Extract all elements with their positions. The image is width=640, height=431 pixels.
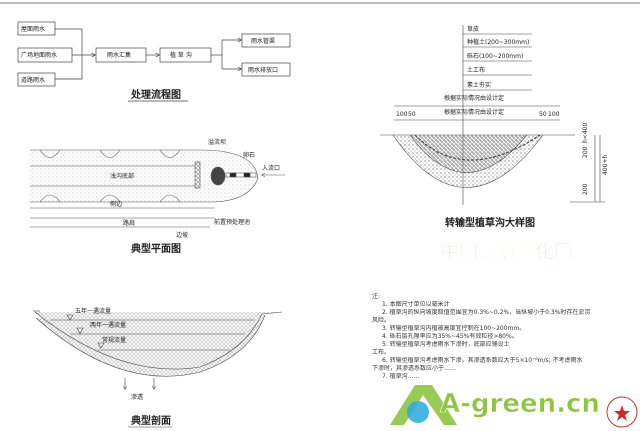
plan-title: 典型平面图: [131, 242, 181, 255]
note-item: 下渗时，其渗透系数应小于……: [372, 365, 457, 372]
source-box: [17, 21, 56, 36]
dim-right-100: 100: [548, 111, 560, 118]
output-box: [241, 33, 291, 48]
infiltration-label: 渗透: [131, 393, 143, 401]
layer-soil: 种植土(200~300mm): [467, 38, 529, 46]
source-plaza: 广场地面雨水: [21, 51, 57, 59]
note-item: 1. 本图尺寸单位以毫米计: [382, 301, 450, 308]
note-item: 6. 转输型植草沟考虑雨水下渗，其渗透系数应大于5×10⁻⁶m/s; 不考虑雨水: [382, 357, 583, 364]
flowchart: [17, 21, 291, 102]
dim-vertical-total: 400+h: [602, 155, 609, 175]
watermark-en: A-green.cn: [440, 389, 600, 419]
level-two-year: 两年一遇流量: [90, 321, 126, 329]
label-inlet: 入流口: [262, 164, 280, 172]
note-item: 7. 植草沟……: [382, 373, 420, 380]
layer-gravel: 砾石(100~200mm): [467, 52, 523, 60]
layer-turf: 草皮: [467, 25, 479, 33]
dim-left-50: 50: [408, 111, 416, 118]
plan-view: [30, 149, 285, 228]
note-item: 2. 植草沟的纵向坡度取值范围宜为0.3%~0.2%，当纵坡小于0.3%时存在淤…: [382, 309, 591, 316]
output-outlet: 雨水排放口: [248, 66, 278, 74]
source-roof: 屋面雨水: [21, 25, 45, 33]
source-box: [17, 72, 56, 87]
note-item: 4. 砾石层孔隙率应为35%~45%有效粒径>80%。: [382, 333, 518, 340]
swale-label: 植 草 沟: [170, 51, 192, 59]
note-item: 风险。: [372, 317, 391, 324]
layer-geotextile: 土工布: [467, 66, 485, 74]
section-view: [33, 310, 283, 428]
design-note-2: 根据实际情况由设计定: [444, 108, 504, 116]
output-box: [241, 62, 291, 77]
notes-heading: 注:: [372, 293, 381, 300]
note-item: 5. 转输型植草沟考虑雨水下渗时，底部应铺设土: [382, 341, 510, 348]
detail-view: [380, 25, 605, 205]
section-title: 典型剖面: [131, 414, 171, 427]
design-note-1: 根据实际情况由设计定: [444, 94, 504, 102]
watermark-logo: [390, 385, 638, 428]
note-item: 3. 转输型植草沟内植被高度宜控制在100~200mm。: [382, 325, 526, 332]
layer-compacted: 素土夯实: [467, 81, 491, 89]
label-cobble: 卵石: [243, 151, 255, 159]
output-pipe: 雨水管渠: [251, 37, 275, 45]
notes: 注: 1. 本图尺寸单位以毫米计 2. 植草沟的纵向坡度取值范围宜为0.3%~0…: [372, 293, 627, 381]
label-pretreatment: 前置预处理池: [214, 218, 250, 226]
label-curb: 侧边: [110, 200, 122, 208]
dim-vertical-200b: 200: [582, 183, 589, 195]
level-normal: 常规流量: [102, 336, 126, 344]
note-item: 工布。: [372, 349, 391, 356]
level-five-year: 五年一遇流量: [75, 307, 111, 315]
dim-right-50: 50: [539, 111, 547, 118]
label-overflow-weir: 溢流坝: [208, 138, 226, 146]
dim-vertical-200: 200: [582, 146, 589, 158]
watermark-cn: 中国建筑绿化网: [440, 240, 573, 263]
label-road: 路肩: [123, 219, 135, 227]
source-road: 道路雨水: [21, 76, 45, 84]
dim-vertical-h: h<400: [582, 123, 589, 143]
detail-title: 转输型植草沟大样图: [445, 216, 535, 229]
flowchart-title: 处理流程图: [130, 88, 181, 101]
label-bottom: 浅沟底部: [110, 172, 134, 180]
dim-left-100: 100: [396, 111, 408, 118]
label-slope: 边坡: [176, 231, 188, 239]
collect-label: 雨水汇集: [107, 51, 131, 59]
cobble-icon: [210, 166, 226, 186]
